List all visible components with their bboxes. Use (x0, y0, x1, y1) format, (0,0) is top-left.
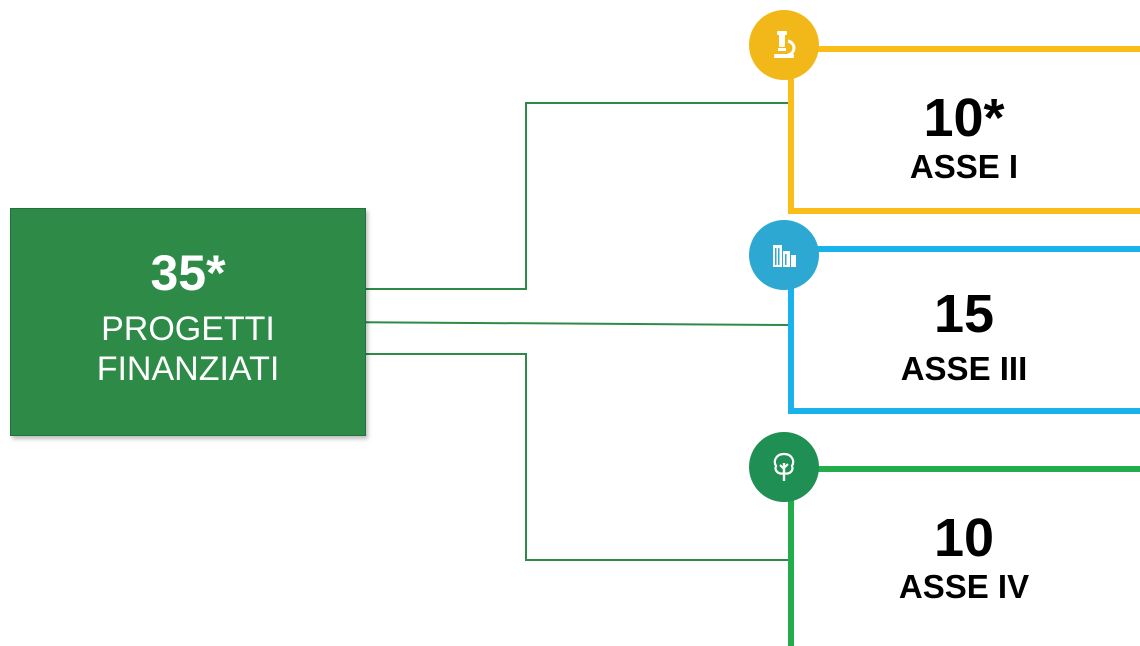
asse-iii-box: 15 ASSE III (788, 246, 1140, 414)
asse-i-box: 10* ASSE I (788, 46, 1140, 214)
total-projects-label-line2: FINANZIATI (96, 350, 280, 388)
asse-iii-number: 15 (933, 284, 995, 344)
total-projects-box: 35* PROGETTI FINANZIATI (10, 208, 366, 436)
asse-iii-label: ASSE III (900, 350, 1028, 387)
asse-i-number: 10* (923, 88, 1005, 148)
tree-icon (749, 432, 819, 502)
connector-lines (325, 102, 789, 561)
asse-i-label: ASSE I (909, 148, 1019, 185)
asse-iv-number: 10 (933, 508, 995, 568)
connector-asse-iii (325, 321, 789, 326)
connector-asse-i (326, 102, 788, 290)
microscope-icon (749, 10, 819, 80)
total-projects-number: 35* (150, 245, 226, 301)
buildings-icon (749, 220, 819, 290)
total-projects-label-line1: PROGETTI (101, 310, 275, 348)
asse-iv-label: ASSE IV (898, 568, 1030, 605)
total-projects-label: PROGETTI FINANZIATI (11, 309, 365, 389)
asse-iv-box: 10 ASSE IV (788, 466, 1140, 646)
connector-asse-iv (326, 353, 788, 561)
